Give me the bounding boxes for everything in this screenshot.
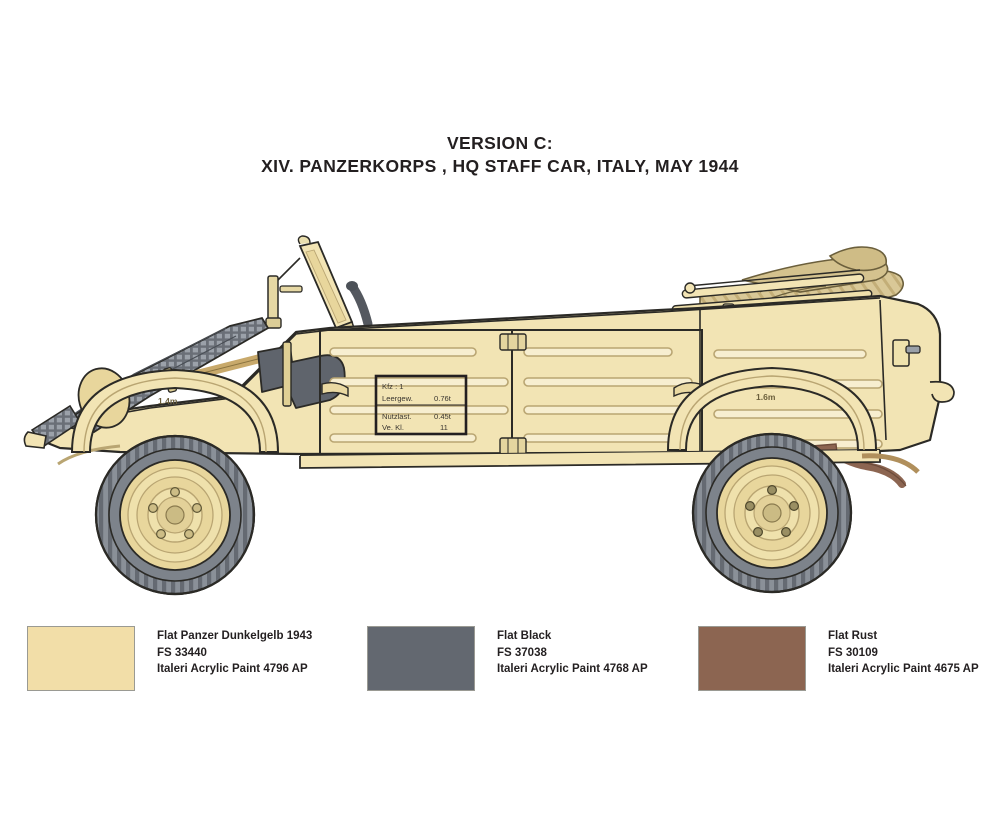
- steering-wheel: [346, 281, 373, 329]
- paint-name-1: Flat Black: [497, 630, 552, 642]
- paint-name-0: Flat Panzer Dunkelgelb 1943: [157, 630, 313, 642]
- door-handles: [321, 381, 701, 398]
- paint-swatch-1: [367, 626, 475, 691]
- front-hub: [147, 487, 203, 543]
- paint-legend-text-0: Flat Panzer Dunkelgelb 1943 FS 33440 Ita…: [157, 626, 312, 678]
- paint-product-1: Italeri Acrylic Paint 4768 AP: [497, 663, 648, 675]
- paint-fs-code-0: FS 33440: [157, 646, 207, 659]
- paint-product-2: Italeri Acrylic Paint 4675 AP: [828, 663, 979, 675]
- front-fender-marking: 1.4m: [158, 396, 178, 406]
- version-description: XIV. PANZERKORPS , HQ STAFF CAR, ITALY, …: [261, 156, 739, 176]
- data-plate-row-3-label: Ve. Kl.: [382, 423, 404, 432]
- fenders: 1.4m 1.6m: [70, 366, 878, 453]
- paint-legend-text-2: Flat Rust FS 30109 Italeri Acrylic Paint…: [828, 626, 979, 678]
- version-label: VERSION C:: [446, 133, 554, 153]
- paint-legend-entry-1: Flat Black FS 37038 Italeri Acrylic Pain…: [367, 626, 648, 706]
- windshield-frame: [265, 235, 357, 341]
- paint-product-0: Italeri Acrylic Paint 4796 AP: [157, 663, 308, 675]
- paint-legend-entry-2: Flat Rust FS 30109 Italeri Acrylic Paint…: [698, 626, 979, 706]
- vehicle-illustration: Kfz : 1 Leergew. 0.76t Nutzlast. 0.45t V…: [0, 200, 1000, 610]
- rear-fender-marking: 1.6m: [756, 392, 776, 402]
- paint-fs-code-1: FS 37038: [497, 646, 547, 659]
- data-plate-row-1-label: Leergew.: [382, 394, 413, 403]
- paint-swatch-0: [27, 626, 135, 691]
- kubelwagen-drawing: Kfz : 1 Leergew. 0.76t Nutzlast. 0.45t V…: [23, 235, 955, 596]
- paint-legend-text-1: Flat Black FS 37038 Italeri Acrylic Pain…: [497, 626, 648, 678]
- data-plate-row-3-value: 11: [440, 423, 448, 432]
- version-title-block: VERSION C: XIV. PANZERKORPS , HQ STAFF C…: [0, 132, 1000, 178]
- data-plate-row-2-value: 0.45t: [434, 412, 452, 421]
- rear-hub: [744, 485, 800, 541]
- rear-wheel: [691, 432, 853, 594]
- data-plate-row-1-value: 0.76t: [434, 394, 452, 403]
- paint-swatch-2: [698, 626, 806, 691]
- data-plate-row-2-label: Nutzlast.: [382, 412, 412, 421]
- data-plate: Kfz : 1 Leergew. 0.76t Nutzlast. 0.45t V…: [374, 374, 468, 436]
- front-wheel: [94, 434, 256, 596]
- paint-legend-entry-0: Flat Panzer Dunkelgelb 1943 FS 33440 Ita…: [27, 626, 312, 706]
- door-panels: [319, 329, 703, 459]
- data-plate-row-0: Kfz : 1: [382, 382, 404, 391]
- paint-fs-code-2: FS 30109: [828, 646, 878, 659]
- paint-legend: Flat Panzer Dunkelgelb 1943 FS 33440 Ita…: [0, 626, 1000, 706]
- paint-name-2: Flat Rust: [828, 630, 878, 642]
